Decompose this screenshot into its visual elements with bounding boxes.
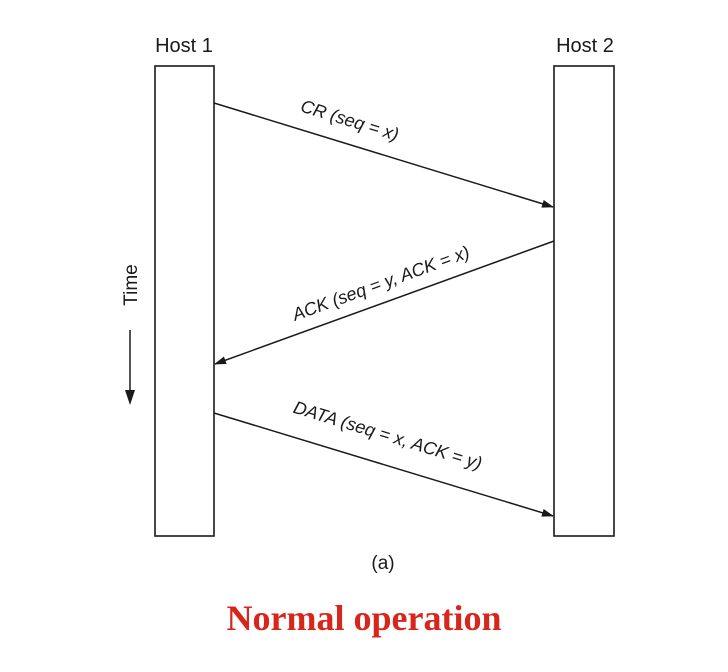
host-2-timeline [553,65,615,537]
ack-message-label: ACK (seq = y, ACK = x) [289,242,473,325]
data-message-label: DATA (seq = x, ACK = y) [291,397,484,473]
ack-message-arrow [214,240,555,365]
cr-message-arrow [213,102,554,208]
data-message-arrow [213,412,554,517]
diagram-heading: Normal operation [227,598,502,638]
arrow-down-icon [125,330,135,405]
host-1-label: Host 1 [155,35,213,57]
host-1-timeline [154,65,215,537]
host-2-label: Host 2 [556,35,614,57]
cr-message-label: CR (seq = x) [298,96,401,145]
time-axis-label: Time [121,264,142,306]
figure-caption: (a) [371,553,394,574]
